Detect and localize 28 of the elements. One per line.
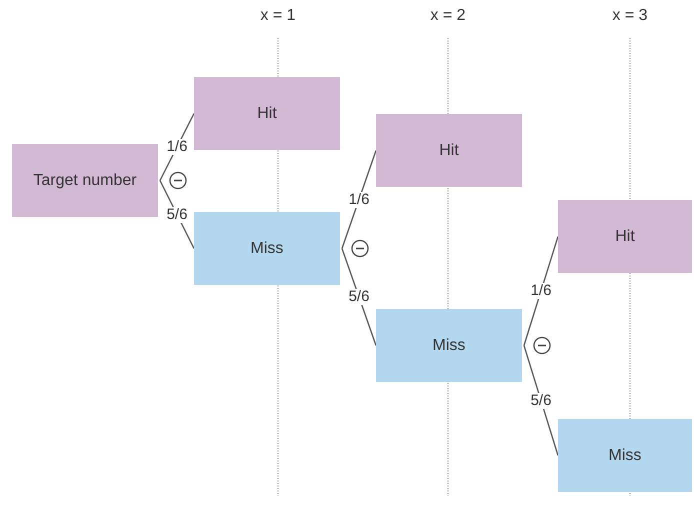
node-label: Target number: [33, 172, 137, 190]
hit-box: [12, 144, 158, 217]
edge-label: 1/6: [348, 192, 370, 208]
hit-box: [558, 200, 692, 273]
hit-box: [194, 77, 340, 150]
edge-label: 5/6: [166, 206, 188, 222]
edge-label: 1/6: [530, 283, 552, 299]
miss-box: [558, 419, 692, 492]
node-label: Miss: [608, 446, 642, 464]
node-label: Hit: [439, 142, 459, 160]
edge-label: 5/6: [348, 289, 370, 305]
miss-box: [376, 309, 522, 382]
node-label: Hit: [257, 104, 277, 122]
node-label: Miss: [432, 336, 466, 354]
connector-line: [523, 345, 559, 456]
edge-label: 5/6: [530, 392, 552, 408]
column-label: x = 1: [260, 7, 296, 25]
connector-line: [341, 248, 377, 346]
node-label: Miss: [250, 240, 284, 258]
connector-line: [523, 236, 559, 346]
column-label: x = 3: [612, 7, 648, 25]
node-label: Hit: [615, 228, 635, 246]
column-label: x = 2: [430, 7, 466, 25]
connector-line: [159, 113, 195, 181]
connector-line: [159, 180, 195, 249]
hit-box: [376, 114, 522, 187]
edge-label: 1/6: [166, 139, 188, 155]
miss-box: [194, 212, 340, 285]
